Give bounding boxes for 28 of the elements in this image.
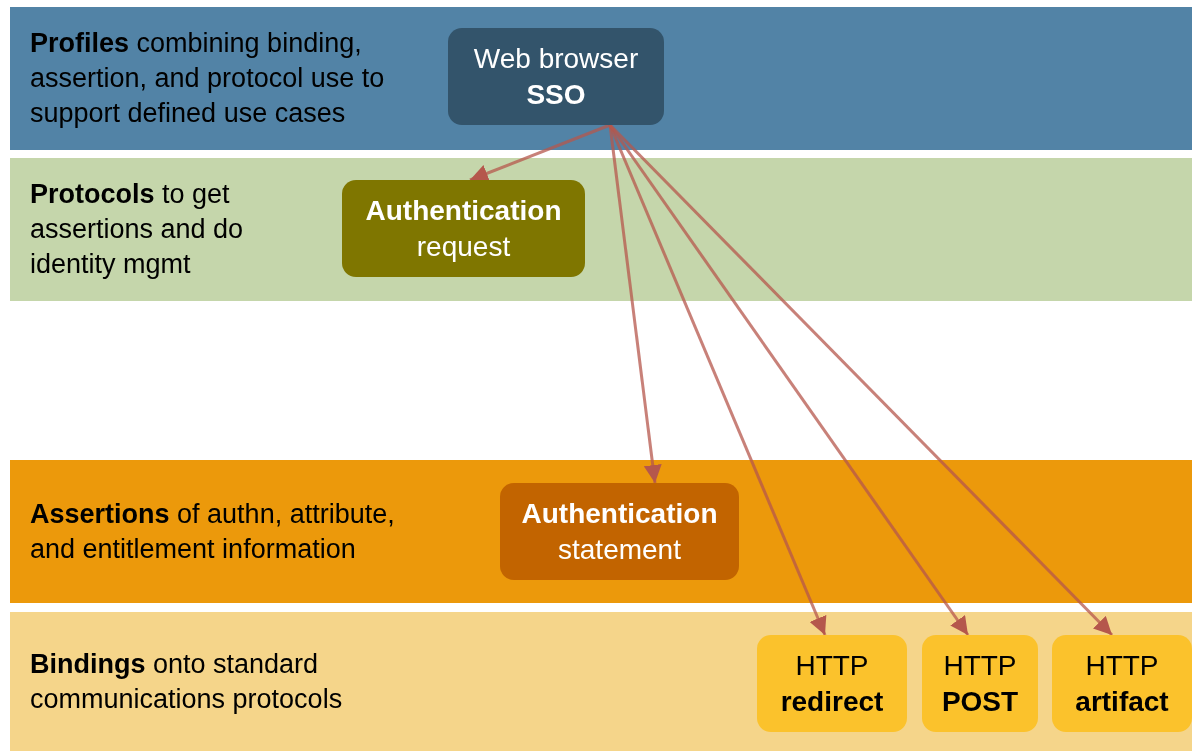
box-label: HTTP	[795, 648, 869, 683]
box-label: statement	[558, 532, 681, 567]
layer-description: Profiles combining binding, assertion, and protocol use to support defined use cases	[30, 27, 386, 130]
profile-box	[448, 28, 664, 125]
layer-band	[10, 612, 1192, 751]
box-label: request	[416, 229, 511, 264]
binding-box	[922, 635, 1038, 732]
box-label: Authentication	[365, 193, 562, 228]
binding-box	[1052, 635, 1192, 732]
binding-box	[757, 635, 907, 732]
layer-description: Assertions of authn, attribute, and entitlement information	[30, 497, 396, 566]
layer-description: Bindings onto standard communications protocols	[30, 647, 344, 716]
arrow	[469, 123, 611, 182]
box-label: artifact	[1075, 684, 1169, 719]
layer-description: Protocols to get assertions and do identity mgmt	[30, 178, 245, 281]
box-label: Authentication	[521, 496, 718, 531]
layer-band	[10, 158, 1192, 301]
box-label: POST	[941, 684, 1019, 719]
protocol-box	[342, 180, 585, 277]
box-label: redirect	[780, 684, 884, 719]
box-label: SSO	[526, 77, 586, 112]
layer-band	[10, 7, 1192, 150]
box-label: HTTP	[943, 648, 1017, 683]
layer-band	[10, 460, 1192, 603]
assertion-box	[500, 483, 739, 580]
box-label: HTTP	[1085, 648, 1159, 683]
box-label: Web browser	[473, 41, 639, 76]
arrow	[608, 124, 827, 636]
